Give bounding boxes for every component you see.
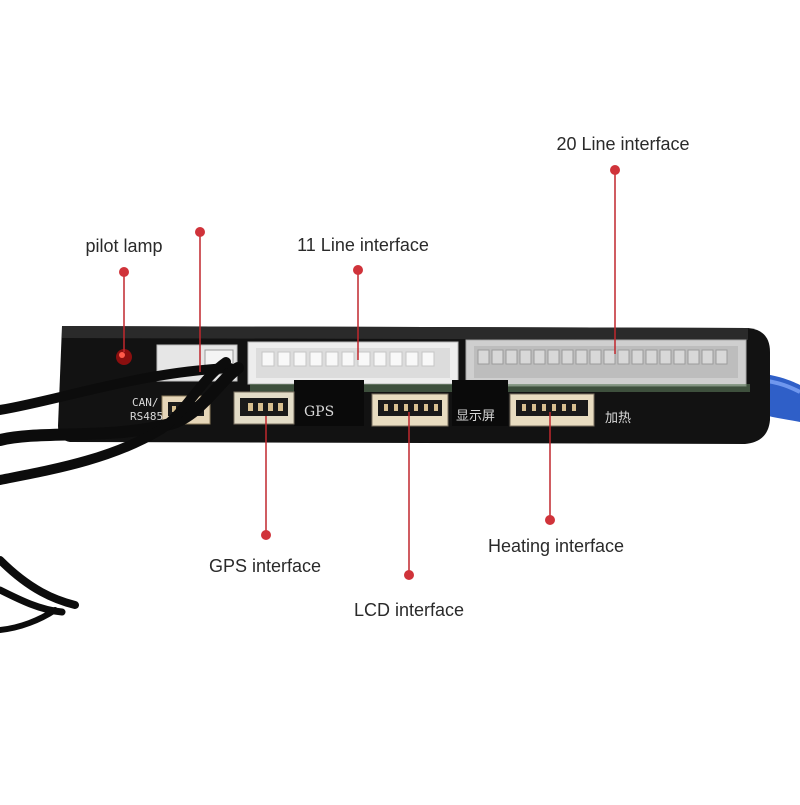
silkscreen-can: CAN/: [132, 396, 159, 409]
connector-20-line: [465, 339, 747, 387]
pilot-lamp-led: [116, 349, 132, 365]
silkscreen-lcd: 显示屏: [456, 409, 496, 424]
label-20-line-interface: 20 Line interface: [556, 134, 690, 154]
label-heating-interface: Heating interface: [487, 536, 625, 556]
silkscreen-gps: GPS: [304, 404, 335, 420]
gps-connector: [233, 391, 295, 425]
connector-11-line: [247, 341, 459, 385]
label-gps-interface: GPS interface: [208, 556, 322, 576]
callout-dots: [119, 165, 620, 580]
lcd-connector: [371, 393, 449, 427]
label-11-line-interface: 11 Line interface: [297, 235, 429, 255]
silkscreen-rs485: RS485: [130, 410, 164, 423]
silkscreen-heating: 加热: [605, 411, 632, 426]
black-cables: [0, 357, 244, 633]
label-lcd-interface: LCD interface: [353, 600, 465, 620]
heating-connector: [509, 393, 595, 427]
callout-lines: [123, 170, 616, 575]
label-pilot-lamp: pilot lamp: [85, 236, 163, 256]
